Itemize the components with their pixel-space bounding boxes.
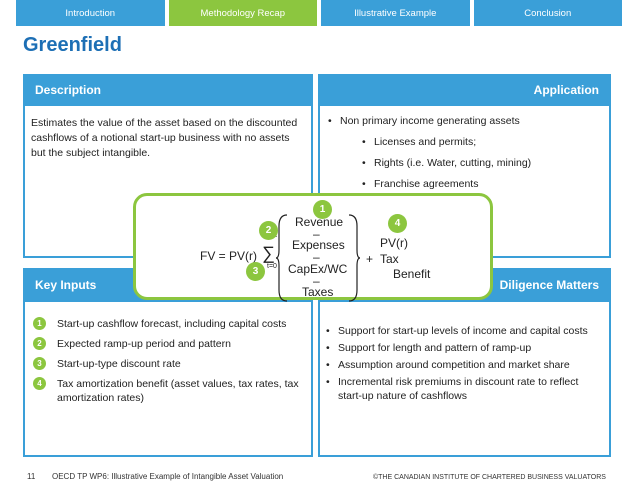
tax-benefit-tax: Tax bbox=[380, 252, 399, 266]
list-item: Assumption around competition and market… bbox=[326, 358, 601, 372]
term-minus: – bbox=[313, 274, 320, 288]
application-header: Application bbox=[318, 74, 611, 106]
plus-sign: + bbox=[366, 252, 374, 266]
formula-box: FV = PV(r) ∑ t t=0 Revenue – Expenses – … bbox=[133, 193, 493, 302]
list-item: Franchise agreements bbox=[362, 177, 598, 191]
list-item: Incremental risk premiums in discount ra… bbox=[326, 375, 601, 403]
term-expenses: Expenses bbox=[292, 238, 345, 252]
formula-lhs: FV = PV(r) bbox=[200, 249, 258, 263]
term-taxes: Taxes bbox=[302, 285, 334, 299]
list-item-text: Start-up-type discount rate bbox=[57, 358, 181, 370]
footer-copyright: ©THE CANADIAN INSTITUTE OF CHARTERED BUS… bbox=[373, 474, 606, 481]
term-minus: – bbox=[313, 250, 320, 264]
right-brace bbox=[348, 214, 360, 302]
formula-badge-4: 4 bbox=[388, 214, 407, 233]
tab-methodology-recap[interactable]: Methodology Recap bbox=[168, 0, 317, 26]
footer-page-number: 11 bbox=[27, 472, 36, 481]
list-item: 3 Start-up-type discount rate bbox=[33, 357, 305, 371]
key-inputs-body bbox=[23, 302, 313, 457]
term-minus: – bbox=[313, 227, 320, 241]
sigma-symbol: ∑ bbox=[262, 243, 275, 263]
list-item: 1 Start-up cashflow forecast, including c… bbox=[33, 317, 305, 331]
number-badge: 3 bbox=[33, 357, 46, 370]
list-item-text: Expected ramp-up period and pattern bbox=[57, 338, 231, 350]
formula-badge-1: 1 bbox=[313, 200, 332, 219]
diligence-list: Support for start-up levels of income an… bbox=[326, 324, 601, 403]
tax-benefit-benefit: Benefit bbox=[393, 267, 431, 281]
list-item: 2 Expected ramp-up period and pattern bbox=[33, 337, 305, 351]
key-inputs-list: 1 Start-up cashflow forecast, including c… bbox=[33, 317, 305, 411]
list-item: Licenses and permits; bbox=[362, 135, 598, 149]
list-item: 4 Tax amortization benefit (asset values,… bbox=[33, 377, 305, 405]
term-capex-wc: CapEx/WC bbox=[288, 262, 348, 276]
term-revenue: Revenue bbox=[295, 215, 344, 229]
formula-badge-2: 2 bbox=[259, 221, 278, 240]
list-item: Non primary income generating assets bbox=[328, 114, 598, 128]
description-panel: Description Estimates the value of the a… bbox=[23, 74, 313, 258]
list-item-text: Start-up cashflow forecast, including ca… bbox=[57, 318, 287, 330]
number-badge: 4 bbox=[33, 377, 46, 390]
page-title: Greenfield bbox=[23, 34, 122, 56]
application-list: Non primary income generating assets Lic… bbox=[328, 114, 598, 191]
sum-lower-limit: t=0 bbox=[267, 263, 277, 270]
list-item: Support for start-up levels of income an… bbox=[326, 324, 601, 338]
number-badge: 1 bbox=[33, 317, 46, 330]
tab-introduction[interactable]: Introduction bbox=[16, 0, 165, 26]
diligence-body bbox=[318, 302, 611, 457]
left-brace bbox=[276, 214, 288, 302]
description-text: Estimates the value of the asset based o… bbox=[31, 117, 298, 159]
list-item-text: Tax amortization benefit (asset values, … bbox=[57, 378, 299, 404]
list-item: Support for length and pattern of ramp-u… bbox=[326, 341, 601, 355]
formula-badge-3: 3 bbox=[246, 262, 265, 281]
number-badge: 2 bbox=[33, 337, 46, 350]
tax-benefit-pv: PV(r) bbox=[380, 236, 408, 250]
tab-conclusion[interactable]: Conclusion bbox=[473, 0, 622, 26]
tab-illustrative-example[interactable]: Illustrative Example bbox=[321, 0, 470, 26]
footer-source: OECD TP WP6: Illustrative Example of Int… bbox=[52, 472, 284, 481]
list-item: Rights (i.e. Water, cutting, mining) bbox=[362, 156, 598, 170]
description-header: Description bbox=[23, 74, 313, 106]
top-nav: Introduction Methodology Recap Illustrat… bbox=[16, 0, 622, 26]
